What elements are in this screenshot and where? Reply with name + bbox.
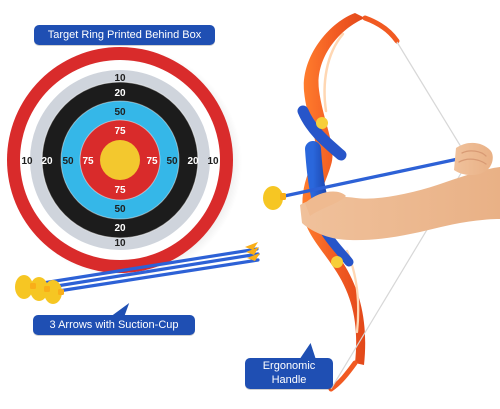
target-label-top-ring4: 75 (114, 126, 126, 137)
target-label-left-ring2: 20 (41, 156, 53, 167)
target-label-bottom-ring2: 20 (114, 223, 126, 234)
target-score-labels: 10 10 10 10 20 20 20 20 50 50 50 50 75 7… (21, 73, 219, 249)
target-label-top-outer: 10 (114, 73, 126, 84)
target-label-left-ring3: 50 (62, 156, 74, 167)
target-label-left-ring4: 75 (82, 156, 94, 167)
target-label-right-ring2: 20 (187, 156, 199, 167)
target-label-bottom-ring3: 50 (114, 204, 126, 215)
arrow-bundle (15, 242, 260, 304)
arrows-callout: 3 Arrows with Suction-Cup (33, 315, 195, 335)
target-label-bottom-outer: 10 (114, 238, 126, 249)
arrows-callout-text: 3 Arrows with Suction-Cup (49, 318, 179, 331)
archer-arm-and-hand (300, 142, 500, 241)
target-label-left-outer: 10 (21, 156, 33, 167)
target-ring-callout-text: Target Ring Printed Behind Box (47, 28, 202, 41)
ergonomic-handle-line1: Ergonomic (262, 360, 316, 373)
ergonomic-handle-line2: Handle (271, 374, 307, 386)
target-label-right-ring4: 75 (146, 156, 158, 167)
target-label-bottom-ring4: 75 (114, 185, 126, 196)
target-ring-callout: Target Ring Printed Behind Box (34, 25, 215, 45)
target-label-right-ring3: 50 (166, 156, 178, 167)
target-label-top-ring2: 20 (114, 88, 126, 99)
suction-cup-1 (15, 275, 33, 299)
ergonomic-handle-callout: Ergonomic Handle (245, 358, 333, 389)
target-label-right-outer: 10 (207, 156, 219, 167)
target-board (7, 47, 242, 279)
target-label-top-ring3: 50 (114, 107, 126, 118)
